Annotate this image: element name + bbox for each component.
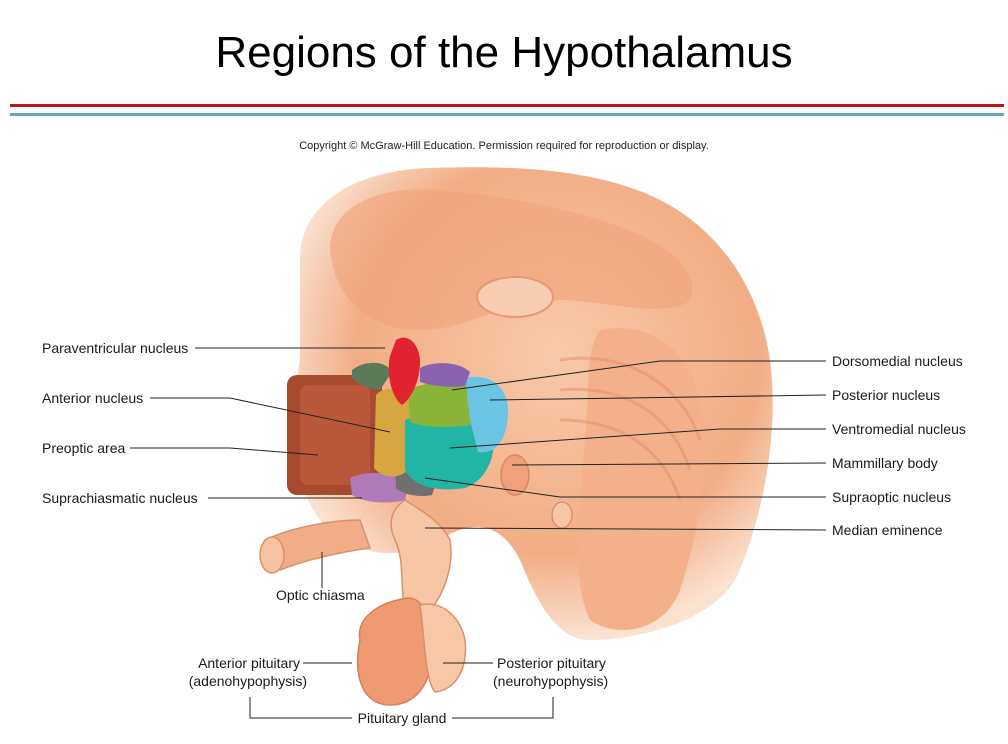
label-median-eminence: Median eminence	[832, 522, 943, 538]
leader-median-eminence	[424, 527, 827, 531]
label-mammillary-body: Mammillary body	[832, 455, 938, 471]
title-rule-red	[10, 104, 1004, 107]
leader-anterior	[150, 397, 391, 433]
label-suprachiasmatic-nucleus: Suprachiasmatic nucleus	[42, 490, 198, 506]
brain-upper-fold	[330, 189, 693, 330]
bracket-pituitary-gland	[249, 697, 554, 719]
label-pituitary-gland: Pituitary gland	[358, 710, 447, 726]
brainstem-stripes	[559, 356, 702, 501]
brainstem	[578, 328, 704, 630]
purple-nucleus-region	[420, 363, 470, 387]
label-anterior-nucleus: Anterior nucleus	[42, 390, 143, 406]
label-posterior-pituitary: Posterior pituitary	[497, 655, 606, 671]
paraventricular-nucleus-region	[388, 337, 420, 405]
leader-dorsomedial	[451, 360, 826, 391]
label-posterior-nucleus: Posterior nucleus	[832, 387, 940, 403]
label-adenohypophysis: (adenohypophysis)	[189, 673, 307, 689]
label-supraoptic-nucleus: Supraoptic nucleus	[832, 489, 951, 505]
slide-title: Regions of the Hypothalamus	[215, 28, 793, 77]
ventromedial-nucleus-region	[405, 413, 494, 490]
label-paraventricular-nucleus: Paraventricular nucleus	[42, 340, 188, 356]
label-anterior-pituitary: Anterior pituitary	[198, 655, 300, 671]
label-optic-chiasma: Optic chiasma	[276, 587, 365, 603]
optic-nerve-end	[259, 536, 285, 574]
preoptic-area-highlight	[300, 385, 370, 485]
label-preoptic-area: Preoptic area	[42, 440, 125, 456]
leader-mammillary	[511, 462, 827, 466]
optic-nerve	[263, 519, 372, 571]
leader-posterior	[489, 394, 827, 401]
label-neurohypophysis: (neurohypophysis)	[493, 673, 608, 689]
title-rule-teal	[10, 113, 1004, 116]
cranial-nerve-stub	[551, 501, 573, 529]
anterior-nucleus-region	[374, 388, 410, 477]
suprachiasmatic-nucleus-region	[350, 472, 410, 503]
interthalamic-adhesion	[476, 276, 554, 318]
dorsomedial-nucleus-region	[408, 381, 475, 427]
label-dorsomedial-nucleus: Dorsomedial nucleus	[832, 353, 963, 369]
posterior-pituitary	[419, 603, 467, 693]
label-ventromedial-nucleus: Ventromedial nucleus	[832, 421, 966, 437]
leader-supraoptic	[424, 477, 826, 498]
leader-ventromedial	[449, 428, 826, 449]
lateral-nucleus-region	[352, 362, 392, 390]
leader-preoptic	[130, 447, 319, 456]
copyright-notice: Copyright © McGraw-Hill Education. Permi…	[299, 140, 709, 152]
posterior-nucleus-region	[465, 376, 508, 453]
